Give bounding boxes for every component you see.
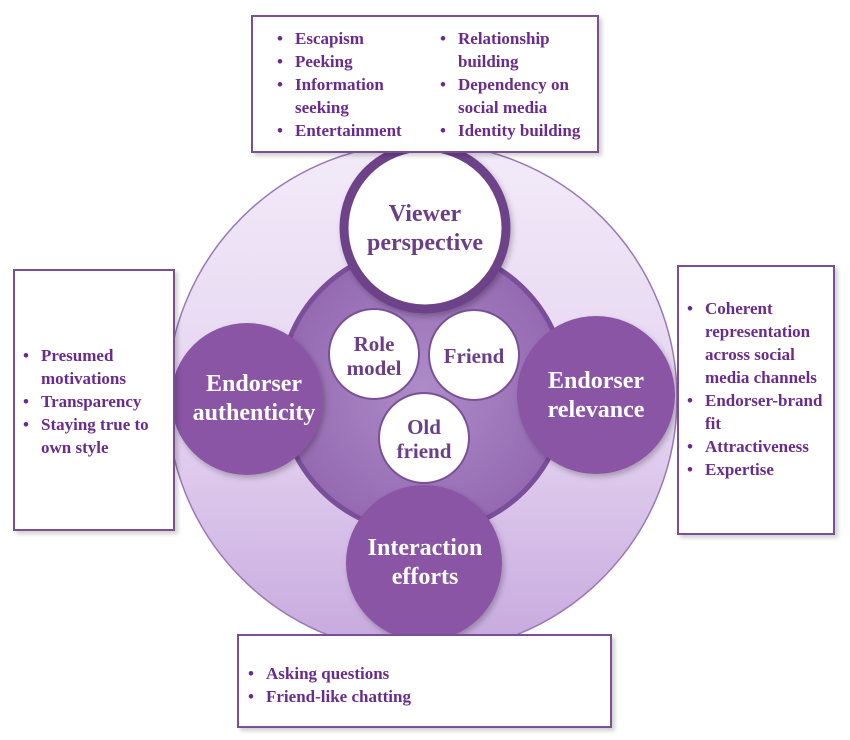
list-item: Identity building xyxy=(436,119,591,142)
interaction-efforts-label: Interaction efforts xyxy=(367,535,483,590)
interaction-efforts-list: Asking questions Friend-like chatting xyxy=(244,662,604,708)
list-item: Coherent representation across social me… xyxy=(683,297,829,389)
list-item: Dependency on social media xyxy=(436,73,591,119)
endorser-relevance-box: Coherent representation across social me… xyxy=(677,265,835,535)
old-friend-circle xyxy=(378,392,470,484)
interaction-efforts-box: Asking questions Friend-like chatting xyxy=(237,634,612,728)
old-friend-label: Old friend xyxy=(396,415,452,463)
list-item: Information seeking xyxy=(273,73,428,119)
list-item: Endorser-brand fit xyxy=(683,389,829,435)
endorser-authenticity-list: Presumed motivations Transparency Stayin… xyxy=(19,344,169,459)
endorser-relevance-circle xyxy=(517,316,675,474)
viewer-perspective-label: Viewer perspective xyxy=(367,201,483,256)
list-item: Expertise xyxy=(683,458,829,481)
list-item: Entertainment xyxy=(273,119,428,142)
role-model-label: Role model xyxy=(346,332,402,380)
list-item: Attractiveness xyxy=(683,435,829,458)
viewer-perspective-list-col1: Escapism Peeking Information seeking Ent… xyxy=(273,27,428,151)
list-item: Staying true to own style xyxy=(19,413,169,459)
endorser-relevance-label: Endorser relevance xyxy=(547,368,645,423)
list-item: Presumed motivations xyxy=(19,344,169,390)
list-item: Peeking xyxy=(273,50,428,73)
endorser-authenticity-circle xyxy=(171,323,323,475)
viewer-perspective-list-col2: Relationship building Dependency on soci… xyxy=(436,27,591,151)
endorser-relevance-list: Coherent representation across social me… xyxy=(683,297,829,481)
role-model-circle xyxy=(328,308,420,400)
list-item: Friend-like chatting xyxy=(244,685,604,708)
list-item: Transparency xyxy=(19,390,169,413)
friend-circle xyxy=(428,309,520,401)
viewer-perspective-box: Escapism Peeking Information seeking Ent… xyxy=(251,15,599,153)
friend-label: Friend xyxy=(443,344,505,368)
endorser-authenticity-label: Endorser authenticity xyxy=(192,371,316,426)
list-item: Escapism xyxy=(273,27,428,50)
endorser-authenticity-box: Presumed motivations Transparency Stayin… xyxy=(13,269,175,531)
list-item: Asking questions xyxy=(244,662,604,685)
interaction-efforts-circle xyxy=(346,485,502,641)
list-item: Relationship building xyxy=(436,27,591,73)
